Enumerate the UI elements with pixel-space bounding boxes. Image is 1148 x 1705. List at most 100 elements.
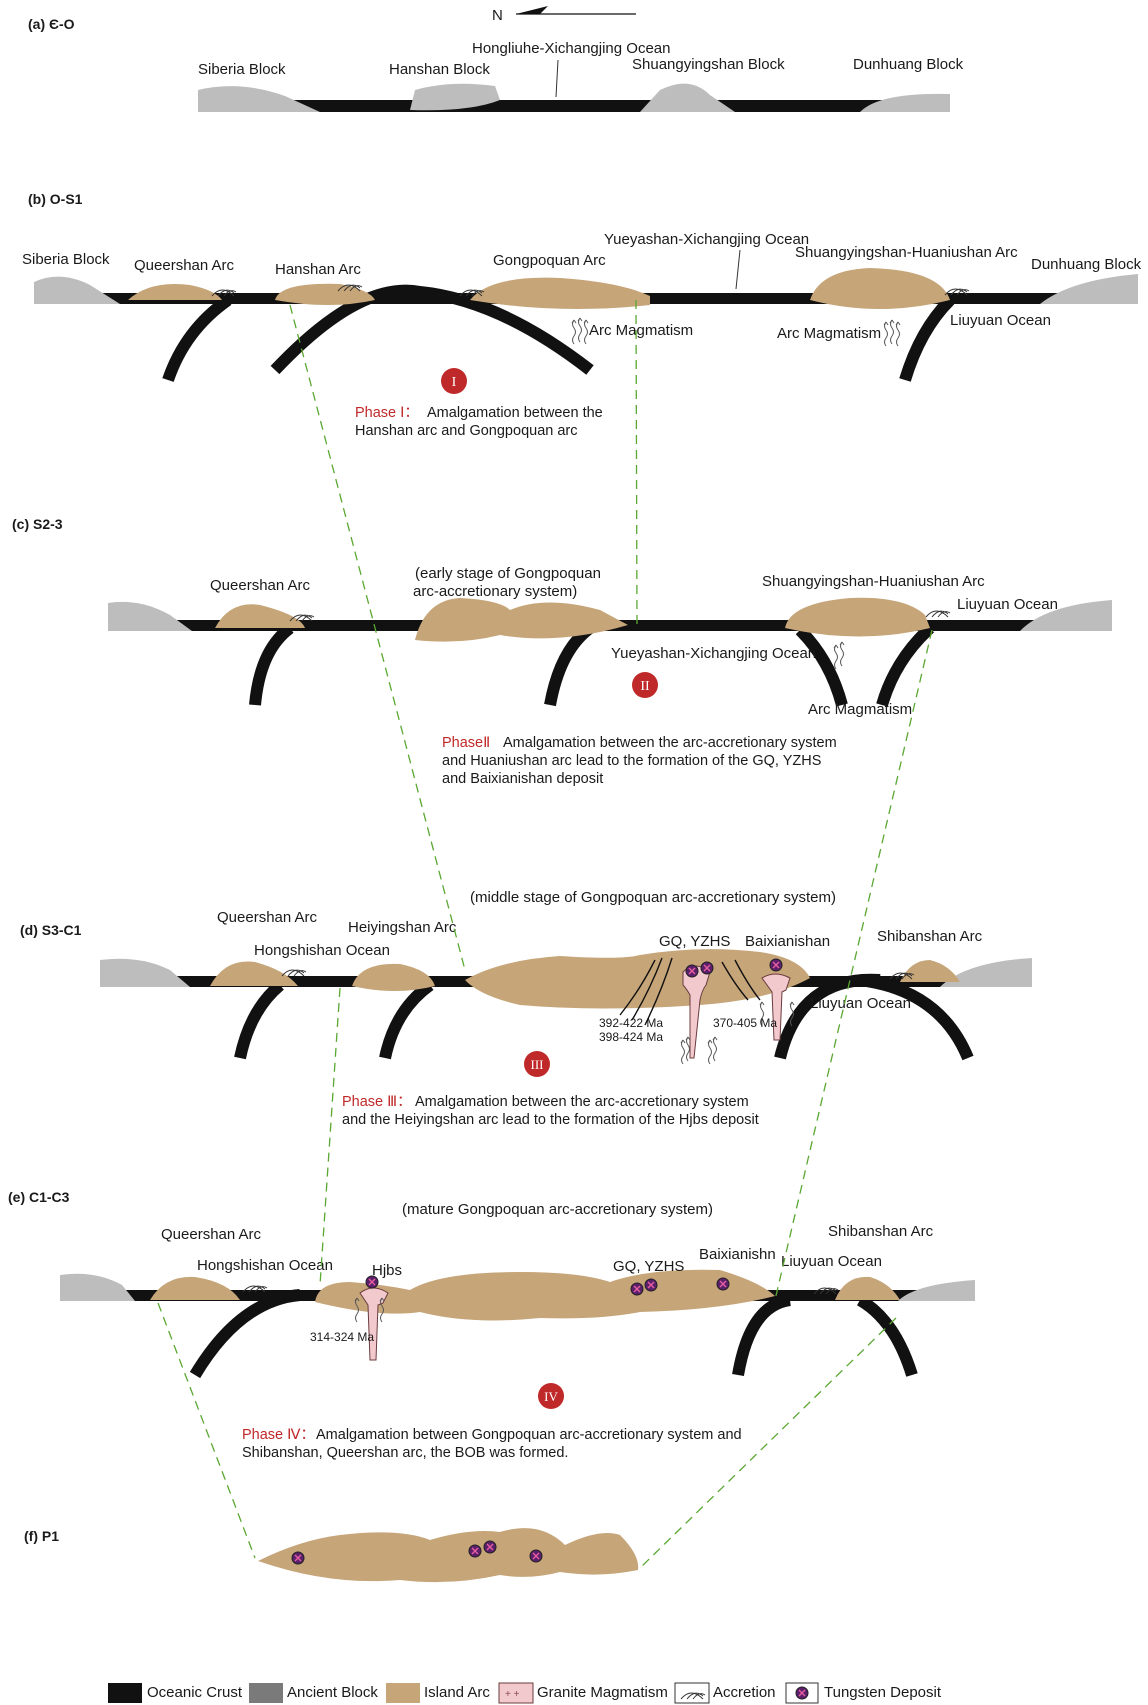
tungsten-deposit-icon <box>686 965 698 977</box>
early-stage-line1: (early stage of Gongpoquan <box>415 565 601 582</box>
hanshan-arc-shape-b <box>275 284 375 305</box>
slab-d4 <box>860 980 968 1058</box>
phase-3-line1: Amalgamation between the arc-accretionar… <box>415 1094 749 1110</box>
tungsten-deposit-icon <box>645 1279 657 1291</box>
gq-yzhs-label-e: GQ, YZHS <box>613 1258 684 1275</box>
arc-magmatism-icon <box>884 320 900 346</box>
age-label-3: 370-405 Ma <box>713 1016 777 1030</box>
liuyuan-ocean-label-d: Liuyuan Ocean <box>810 995 911 1012</box>
gongpoquan-early-shape-c <box>415 598 628 642</box>
dunhuang-block-label-b: Dunhuang Block <box>1031 256 1142 273</box>
age-label-2: 398-424 Ma <box>599 1030 663 1044</box>
phase-1-title: Phase Ⅰ： <box>355 405 419 421</box>
tungsten-deposit-icon <box>469 1545 481 1557</box>
ancient-block-d-right <box>940 958 1032 987</box>
queershan-arc-shape-c <box>215 604 305 628</box>
legend: Oceanic Crust Ancient Block Island Arc +… <box>108 1683 942 1703</box>
arc-magmatism-label-c: Arc Magmatism <box>808 701 912 718</box>
panel-c-label: (c) S2-3 <box>12 516 63 532</box>
heiyingshan-arc-label-d: Heiyingshan Arc <box>348 919 457 936</box>
arc-magmatism-label-b2: Arc Magmatism <box>777 325 881 342</box>
phase-2-title: PhaseⅡ <box>442 735 490 751</box>
shibanshan-arc-shape-e <box>835 1277 900 1300</box>
phase-3-line2: and the Heiyingshan arc lead to the form… <box>342 1112 759 1128</box>
granite-magmatism-icon <box>360 1288 388 1360</box>
granite-magmatism-icon: + + <box>499 1683 533 1703</box>
accretion-icon <box>926 611 950 617</box>
phase-2-line1: Amalgamation between the arc-accretionar… <box>503 735 837 751</box>
ocean-pointer-b <box>736 250 740 289</box>
tungsten-deposit-icon <box>701 962 713 974</box>
slab-c2 <box>550 628 590 705</box>
dunhuang-block-label: Dunhuang Block <box>853 56 964 73</box>
slab-d2 <box>385 985 430 1058</box>
tungsten-deposit-icon <box>530 1550 542 1562</box>
phase-2-numeral: II <box>640 679 650 694</box>
ocean-label-c: Yueyashan-Xichangjing Ocean <box>611 645 816 662</box>
tungsten-deposit-icon <box>770 959 782 971</box>
siberia-block-label: Siberia Block <box>198 61 286 78</box>
legend-granite-label: Granite Magmatism <box>537 1684 668 1701</box>
tungsten-deposit-icon <box>786 1683 818 1703</box>
ocean-pointer-a <box>556 60 558 97</box>
legend-island-label: Island Arc <box>424 1684 490 1701</box>
slab-d1 <box>240 985 280 1058</box>
panel-b-label: (b) O-S1 <box>28 191 83 207</box>
siberia-block-label-b: Siberia Block <box>22 251 110 268</box>
tungsten-deposit-icon <box>631 1283 643 1295</box>
legend-oceanic-label: Oceanic Crust <box>147 1684 243 1701</box>
gongpoquan-middle-shape-d <box>465 949 810 1008</box>
phase-4-numeral: IV <box>544 1389 558 1404</box>
panel-d-label: (d) S3-C1 <box>20 922 82 938</box>
dunhuang-block-shape-b <box>1040 274 1138 304</box>
north-arrow-icon <box>516 6 636 14</box>
siberia-block-shape <box>198 86 320 112</box>
tungsten-deposit-icon <box>717 1278 729 1290</box>
slab-c1 <box>255 628 290 705</box>
arc-magmatism-label-b1: Arc Magmatism <box>589 322 693 339</box>
legend-tungsten-label: Tungsten Deposit <box>824 1684 942 1701</box>
phase-1-numeral: I <box>452 375 457 390</box>
shuangyingshan-block-shape <box>640 84 735 112</box>
queershan-arc-label-b: Queershan Arc <box>134 257 235 274</box>
compass-north-label: N <box>492 7 503 24</box>
hanshan-arc-label-b: Hanshan Arc <box>275 261 361 278</box>
ancient-block-c-left <box>108 602 192 631</box>
accretion-icon <box>675 1683 709 1703</box>
gongpoquan-arc-label-b: Gongpoquan Arc <box>493 252 606 269</box>
ancient-block-d-left <box>100 959 190 987</box>
gq-yzhs-label-d: GQ, YZHS <box>659 933 730 950</box>
legend-ancient-label: Ancient Block <box>287 1684 378 1701</box>
baixianishan-label-d: Baixianishan <box>745 933 830 950</box>
phase-4-line2: Shibanshan, Queershan arc, the BOB was f… <box>242 1445 568 1461</box>
tungsten-deposit-icon <box>292 1552 304 1564</box>
queershan-arc-shape-b <box>128 284 222 300</box>
slab-e3 <box>860 1300 912 1375</box>
shibanshan-arc-label-d: Shibanshan Arc <box>877 928 983 945</box>
middle-stage-label: (middle stage of Gongpoquan arc-accretio… <box>470 889 836 906</box>
slab-d3 <box>780 980 880 1058</box>
shuangyingshan-block-label: Shuangyingshan Block <box>632 56 785 73</box>
slab-b3 <box>905 300 950 380</box>
legend-accretion-label: Accretion <box>713 1684 776 1701</box>
siberia-block-shape-b <box>34 277 120 304</box>
legend-island-swatch <box>386 1683 420 1703</box>
ocean-label-b: Yueyashan-Xichangjing Ocean <box>604 231 809 248</box>
phase-2-line2: and Huaniushan arc lead to the formation… <box>442 753 821 769</box>
baixianishan-label-e: Baixianishn <box>699 1246 776 1263</box>
shibanshan-arc-label-e: Shibanshan Arc <box>828 1223 934 1240</box>
slab-b1 <box>168 300 228 380</box>
liuyuan-ocean-label-e: Liuyuan Ocean <box>781 1253 882 1270</box>
early-stage-line2: arc-accretionary system) <box>413 583 577 600</box>
panel-a-label: (a) Є-O <box>28 16 75 32</box>
phase-4-line1: Amalgamation between Gongpoquan arc-accr… <box>316 1427 742 1443</box>
svg-text:+ +: + + <box>505 1689 520 1700</box>
shuangyingshan-arc-label-b: Shuangyingshan-Huaniushan Arc <box>795 244 1018 261</box>
shibanshan-arc-shape-d <box>900 960 960 982</box>
panel-f-label: (f) P1 <box>24 1528 59 1544</box>
phase-1-line1: Amalgamation between the <box>427 405 603 421</box>
age-label-e: 314-324 Ma <box>310 1330 374 1344</box>
legend-ancient-swatch <box>249 1683 283 1703</box>
